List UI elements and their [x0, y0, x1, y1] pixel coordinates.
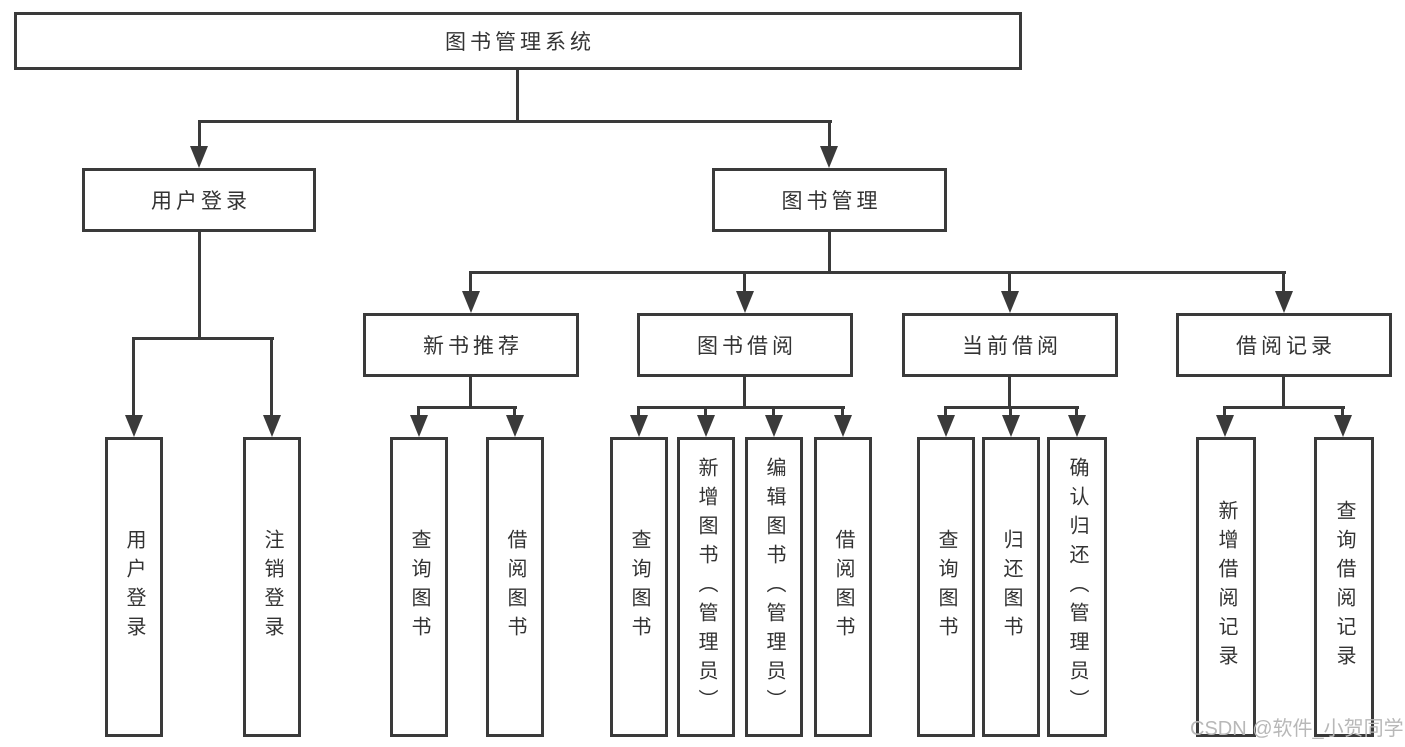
arrow-down-icon — [1334, 415, 1352, 437]
leaf-borrow-books-recommend: 借阅图书 — [486, 437, 544, 737]
leaf-borrow-books-borrow: 借阅图书 — [814, 437, 872, 737]
arrow-down-icon — [1001, 291, 1019, 313]
arrow-down-icon — [1216, 415, 1234, 437]
node-root: 图书管理系统 — [14, 12, 1022, 70]
connector-line — [1008, 271, 1011, 295]
connector-line — [743, 271, 746, 295]
node-new-book-recommend: 新书推荐 — [363, 313, 579, 377]
leaf-logout-label: 注销登录 — [261, 529, 283, 645]
arrow-down-icon — [736, 291, 754, 313]
connector-line — [417, 406, 420, 418]
connector-line — [1223, 406, 1226, 418]
node-book-management: 图书管理 — [712, 168, 947, 232]
watermark: CSDN @软件_小贺同学 — [1190, 718, 1404, 740]
leaf-confirm-return-admin: 确认归还（管理员） — [1047, 437, 1107, 737]
arrow-down-icon — [697, 415, 715, 437]
connector-line — [1282, 271, 1285, 295]
arrow-down-icon — [462, 291, 480, 313]
connector-line — [417, 406, 517, 409]
connector-line — [637, 406, 640, 418]
leaf-user-login-label: 用户登录 — [123, 529, 145, 645]
node-user-login-label: 用户登录 — [151, 190, 251, 213]
connector-line — [743, 377, 746, 409]
node-new-book-recommend-label: 新书推荐 — [423, 335, 523, 358]
connector-line — [704, 406, 707, 418]
arrow-down-icon — [125, 415, 143, 437]
connector-line — [270, 337, 273, 417]
connector-line — [1075, 406, 1078, 418]
leaf-query-books-borrow-label: 查询图书 — [628, 529, 650, 645]
leaf-borrow-books-borrow-label: 借阅图书 — [832, 529, 854, 645]
connector-line — [198, 120, 832, 123]
leaf-add-borrow-record-label: 新增借阅记录 — [1215, 500, 1237, 674]
connector-line — [469, 377, 472, 409]
leaf-user-login: 用户登录 — [105, 437, 163, 737]
leaf-query-books-recommend-label: 查询图书 — [408, 529, 430, 645]
connector-line — [1223, 406, 1345, 409]
leaf-query-borrow-record-label: 查询借阅记录 — [1333, 500, 1355, 674]
node-book-borrowing-label: 图书借阅 — [697, 335, 797, 358]
leaf-confirm-return-admin-label: 确认归还（管理员） — [1066, 456, 1088, 718]
leaf-edit-book-admin: 编辑图书（管理员） — [745, 437, 803, 737]
node-current-borrowing-label: 当前借阅 — [962, 335, 1062, 358]
connector-line — [1009, 406, 1012, 418]
node-root-label: 图书管理系统 — [445, 31, 595, 54]
leaf-query-books-recommend: 查询图书 — [390, 437, 448, 737]
node-user-login: 用户登录 — [82, 168, 316, 232]
leaf-add-book-admin-label: 新增图书（管理员） — [695, 456, 717, 718]
connector-line — [198, 120, 201, 150]
leaf-edit-book-admin-label: 编辑图书（管理员） — [763, 456, 785, 718]
leaf-logout: 注销登录 — [243, 437, 301, 737]
connector-line — [516, 70, 519, 120]
leaf-add-borrow-record: 新增借阅记录 — [1196, 437, 1256, 737]
connector-line — [1341, 406, 1344, 418]
arrow-down-icon — [937, 415, 955, 437]
leaf-add-book-admin: 新增图书（管理员） — [677, 437, 735, 737]
connector-line — [132, 337, 274, 340]
connector-line — [637, 406, 845, 409]
arrow-down-icon — [834, 415, 852, 437]
node-book-borrowing: 图书借阅 — [637, 313, 853, 377]
connector-line — [772, 406, 775, 418]
arrow-down-icon — [190, 146, 208, 168]
node-borrow-records-label: 借阅记录 — [1236, 335, 1336, 358]
arrow-down-icon — [1275, 291, 1293, 313]
connector-line — [828, 232, 831, 274]
leaf-return-book-label: 归还图书 — [1000, 529, 1022, 645]
connector-line — [469, 271, 1286, 274]
connector-line — [944, 406, 947, 418]
connector-line — [469, 271, 472, 295]
arrow-down-icon — [1068, 415, 1086, 437]
connector-line — [198, 232, 201, 340]
arrow-down-icon — [1002, 415, 1020, 437]
leaf-query-borrow-record: 查询借阅记录 — [1314, 437, 1374, 737]
node-borrow-records: 借阅记录 — [1176, 313, 1392, 377]
leaf-query-books-current: 查询图书 — [917, 437, 975, 737]
arrow-down-icon — [506, 415, 524, 437]
connector-line — [841, 406, 844, 418]
arrow-down-icon — [820, 146, 838, 168]
leaf-return-book: 归还图书 — [982, 437, 1040, 737]
arrow-down-icon — [765, 415, 783, 437]
arrow-down-icon — [630, 415, 648, 437]
connector-line — [132, 337, 135, 417]
node-book-management-label: 图书管理 — [781, 190, 882, 213]
leaf-query-books-current-label: 查询图书 — [935, 529, 957, 645]
connector-line — [1282, 377, 1285, 409]
connector-line — [828, 120, 831, 150]
connector-line — [1008, 377, 1011, 409]
arrow-down-icon — [263, 415, 281, 437]
connector-line — [513, 406, 516, 418]
leaf-borrow-books-recommend-label: 借阅图书 — [504, 529, 526, 645]
node-current-borrowing: 当前借阅 — [902, 313, 1118, 377]
leaf-query-books-borrow: 查询图书 — [610, 437, 668, 737]
arrow-down-icon — [410, 415, 428, 437]
